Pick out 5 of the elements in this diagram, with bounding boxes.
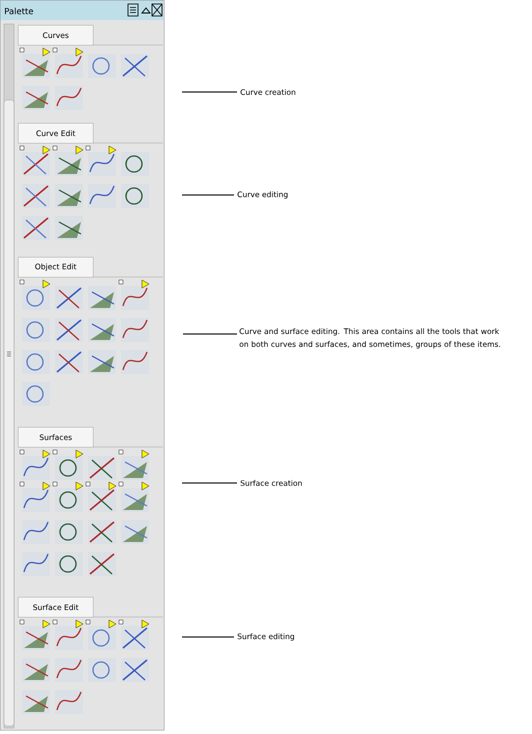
leader-line [182, 194, 234, 196]
leader-line [182, 636, 234, 638]
leader-line [183, 333, 237, 335]
leader-line [182, 482, 237, 484]
leader-line [182, 91, 237, 93]
